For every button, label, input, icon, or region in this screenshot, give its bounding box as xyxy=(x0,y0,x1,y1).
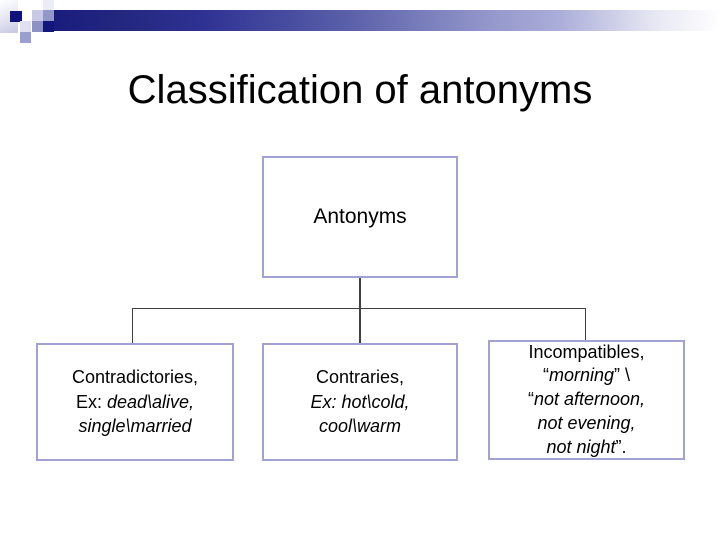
node-text: ”. xyxy=(615,436,627,457)
decor-square-medium-blue xyxy=(32,21,43,32)
node-text-italic: not afternoon, xyxy=(533,389,646,410)
slide-title: Classification of antonyms xyxy=(127,68,593,112)
decor-square-purple-bottom xyxy=(20,32,31,43)
node-text-italic: morning xyxy=(548,365,615,386)
connector-root-stem xyxy=(359,277,361,343)
node-line: Ex: dead\alive, xyxy=(76,390,194,415)
connector-left-drop xyxy=(132,308,133,343)
node-line: “morning” \ xyxy=(543,364,630,388)
diagram-node-incompatibles: Incompatibles, “morning” \ “not afternoo… xyxy=(488,340,685,460)
diagram-node-contradictories: Contradictories, Ex: dead\alive, single\… xyxy=(36,343,234,461)
node-line: cool\warm xyxy=(318,416,402,437)
node-text: ” \ xyxy=(614,365,631,386)
node-text-italic: not night xyxy=(546,436,616,457)
node-line: “not afternoon, xyxy=(528,388,645,412)
node-line: Contradictories, xyxy=(72,365,198,390)
decor-square-pale-mid xyxy=(20,21,31,32)
node-line: Ex: hot\cold, xyxy=(310,391,410,412)
node-label: Antonyms xyxy=(313,205,407,228)
node-text-italic: dead\alive, xyxy=(106,391,195,412)
node-line: not evening, xyxy=(537,412,636,433)
diagram-node-antonyms: Antonyms xyxy=(262,156,458,278)
header-gradient-bar-decoration xyxy=(54,10,720,31)
node-line: not night”. xyxy=(546,436,626,460)
decor-square-dark-navy-2 xyxy=(43,21,54,32)
diagram-node-contraries: Contraries, Ex: hot\cold, cool\warm xyxy=(262,343,458,461)
node-line: single\married xyxy=(78,416,192,437)
connector-right-drop xyxy=(585,308,586,340)
node-text: “ xyxy=(542,365,549,386)
header-left-strip-decoration xyxy=(0,0,18,33)
connector-horizontal-bar xyxy=(132,308,586,309)
decor-square-pale-top xyxy=(43,0,54,10)
node-line: Incompatibles, xyxy=(528,341,645,362)
decor-square-slate xyxy=(43,10,54,21)
decor-square-light-lavender xyxy=(32,10,43,21)
node-line: Contraries, xyxy=(315,367,405,388)
node-text: Ex: xyxy=(75,391,107,412)
decor-square-dark-navy xyxy=(10,11,22,22)
node-text: “ xyxy=(527,389,534,410)
node-text: Contradictories, xyxy=(71,367,199,388)
